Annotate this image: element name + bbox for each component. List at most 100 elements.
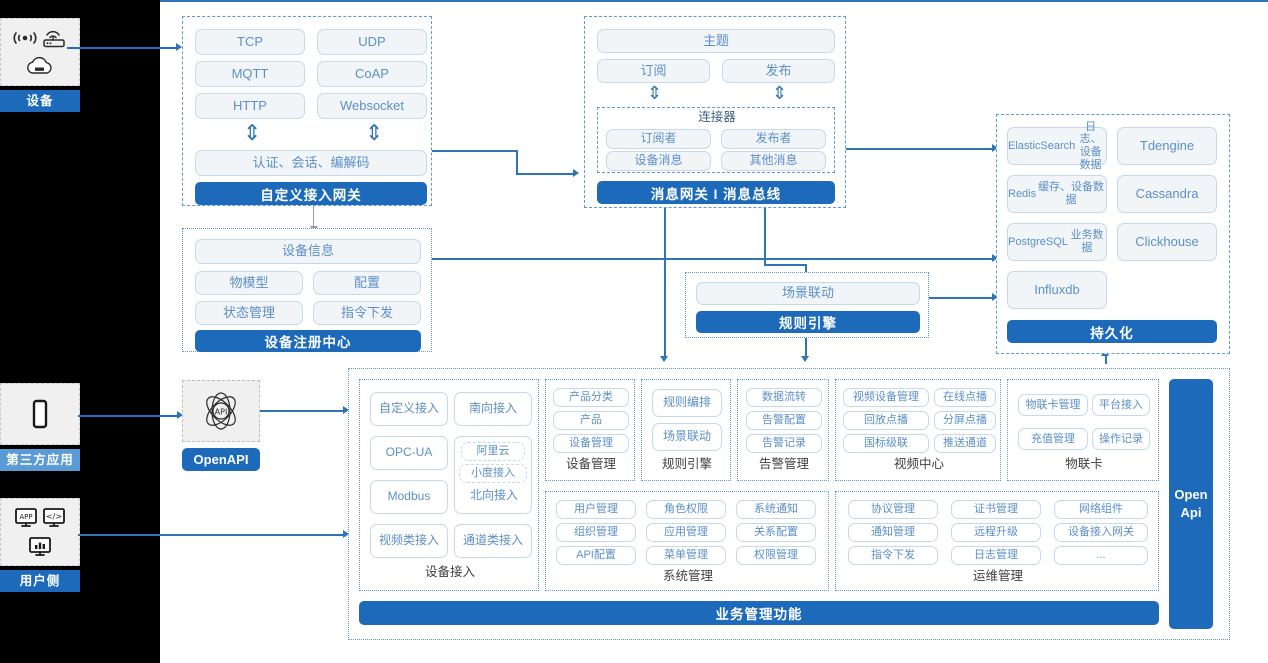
sys-chip-perm-mgmt[interactable]: 权限管理 <box>736 546 816 565</box>
ops-chip-notify[interactable]: 通知管理 <box>848 523 938 542</box>
registry-chip-command[interactable]: 指令下发 <box>313 301 421 325</box>
northbound-chip-aliyun[interactable]: 阿里云 <box>461 442 525 461</box>
access-gateway-container: TCP UDP MQTT CoAP HTTP Websocket ⇕ ⇕ 认证、… <box>182 16 432 206</box>
ops-chip-ota[interactable]: 远程升级 <box>951 523 1041 542</box>
openapi-group: API OpenAPI <box>182 380 260 471</box>
iot-card-chip-management[interactable]: 物联卡管理 <box>1018 394 1088 416</box>
registry-chip-config[interactable]: 配置 <box>313 271 421 295</box>
protocol-chip-udp[interactable]: UDP <box>317 29 427 55</box>
gateway-bar[interactable]: 自定义接入网关 <box>195 182 427 205</box>
ops-chip-access-gw[interactable]: 设备接入网关 <box>1054 523 1148 542</box>
sys-chip-org-mgmt[interactable]: 组织管理 <box>556 523 636 542</box>
column-system-management: 用户管理 角色权限 系统通知 组织管理 应用管理 关系配置 API配置 菜单管理… <box>545 491 829 591</box>
ops-chip-more[interactable]: ... <box>1054 546 1148 565</box>
store-sub-postgresql: 业务数据 <box>1070 229 1104 254</box>
sys-chip-api-config[interactable]: API配置 <box>556 546 636 565</box>
openapi-bar[interactable]: OpenAPI <box>182 448 260 471</box>
user-icon-box: APP </> <box>0 498 80 566</box>
message-bus-bar[interactable]: 消息网关 I 消息总线 <box>597 181 835 204</box>
scene-linkage-chip[interactable]: 场景联动 <box>696 282 920 305</box>
rail-group-third-party: 第三方应用 <box>0 383 80 471</box>
device-access-chip-custom[interactable]: 自定义接入 <box>370 392 448 426</box>
device-mgmt-chip-product[interactable]: 产品 <box>553 411 629 430</box>
alarm-chip-record[interactable]: 告警记录 <box>746 434 822 453</box>
store-chip-tdengine[interactable]: Tdengine <box>1117 127 1217 165</box>
subscribe-chip[interactable]: 订阅 <box>597 59 710 83</box>
business-management-bar[interactable]: 业务管理功能 <box>359 601 1159 625</box>
registry-chip-status[interactable]: 状态管理 <box>195 301 303 325</box>
device-mgmt-chip-device[interactable]: 设备管理 <box>553 434 629 453</box>
sys-chip-notice[interactable]: 系统通知 <box>736 500 816 519</box>
video-chip-playback[interactable]: 回放点播 <box>843 411 929 430</box>
protocol-chip-websocket[interactable]: Websocket <box>317 93 427 119</box>
connector-registry-to-persistence <box>432 258 995 260</box>
iot-card-chip-recharge[interactable]: 充值管理 <box>1018 428 1088 450</box>
mobile-phone-icon <box>28 397 52 431</box>
sys-chip-relation[interactable]: 关系配置 <box>736 523 816 542</box>
connector-thirdparty-to-openapi <box>78 415 178 418</box>
rule-engine-chip-orchestration[interactable]: 规则编排 <box>652 389 722 417</box>
registry-chip-thing-model[interactable]: 物模型 <box>195 271 303 295</box>
store-chip-postgresql[interactable]: PostgreSQL 业务数据 <box>1007 223 1107 261</box>
protocol-chip-tcp[interactable]: TCP <box>195 29 305 55</box>
alarm-chip-data-flow[interactable]: 数据流转 <box>746 388 822 407</box>
store-chip-clickhouse[interactable]: Clickhouse <box>1117 223 1217 261</box>
northbound-chip-xiaodu[interactable]: 小度接入 <box>459 464 527 483</box>
arrowhead-thirdparty-openapi <box>177 411 183 419</box>
sys-chip-role-perm[interactable]: 角色权限 <box>646 500 726 519</box>
connector-chip-other-msg[interactable]: 其他消息 <box>721 151 826 171</box>
video-chip-gb-cascade[interactable]: 国标级联 <box>843 434 929 453</box>
store-chip-influxdb[interactable]: Influxdb <box>1007 271 1107 309</box>
store-chip-cassandra[interactable]: Cassandra <box>1117 175 1217 213</box>
ops-chip-protocol[interactable]: 协议管理 <box>848 500 938 519</box>
api-atom-icon: API <box>195 387 247 435</box>
device-info-chip[interactable]: 设备信息 <box>195 239 421 264</box>
sys-chip-user-mgmt[interactable]: 用户管理 <box>556 500 636 519</box>
ops-chip-command[interactable]: 指令下发 <box>848 546 938 565</box>
video-chip-split-screen[interactable]: 分屏点播 <box>934 411 996 430</box>
column-video-center: 视频设备管理 在线点播 回放点播 分屏点播 国标级联 推送通道 视频中心 <box>835 379 1001 481</box>
diagram-canvas: TCP UDP MQTT CoAP HTTP Websocket ⇕ ⇕ 认证、… <box>67 0 1268 663</box>
connector-openapi-to-business <box>260 410 345 412</box>
sys-chip-menu-mgmt[interactable]: 菜单管理 <box>646 546 726 565</box>
device-access-chip-southbound[interactable]: 南向接入 <box>454 392 532 426</box>
persistence-bar[interactable]: 持久化 <box>1007 320 1217 343</box>
protocol-chip-mqtt[interactable]: MQTT <box>195 61 305 87</box>
device-access-chip-channel[interactable]: 通道类接入 <box>454 524 532 558</box>
openapi-vertical-bar[interactable]: Open Api <box>1169 379 1213 629</box>
ops-chip-cert[interactable]: 证书管理 <box>951 500 1041 519</box>
device-mgmt-chip-product-category[interactable]: 产品分类 <box>553 388 629 407</box>
ops-chip-network[interactable]: 网络组件 <box>1054 500 1148 519</box>
third-party-icon-box <box>0 383 80 445</box>
video-chip-device-mgmt[interactable]: 视频设备管理 <box>843 388 929 407</box>
publish-chip[interactable]: 发布 <box>722 59 835 83</box>
protocol-chip-coap[interactable]: CoAP <box>317 61 427 87</box>
video-chip-push-channel[interactable]: 推送通道 <box>934 434 996 453</box>
device-registry-container: 设备信息 物模型 配置 状态管理 指令下发 设备注册中心 <box>182 228 432 352</box>
protocol-chip-http[interactable]: HTTP <box>195 93 305 119</box>
iot-card-chip-platform[interactable]: 平台接入 <box>1092 394 1150 416</box>
ops-chip-log[interactable]: 日志管理 <box>951 546 1041 565</box>
sys-chip-app-mgmt[interactable]: 应用管理 <box>646 523 726 542</box>
rule-engine-chip-scene[interactable]: 场景联动 <box>652 423 722 451</box>
double-arrow-sub-icon: ⇕ <box>647 83 663 104</box>
device-registry-bar[interactable]: 设备注册中心 <box>195 330 421 352</box>
connector-bus-to-persistence <box>845 148 995 150</box>
alarm-chip-config[interactable]: 告警配置 <box>746 411 822 430</box>
gateway-middle-chip[interactable]: 认证、会话、编解码 <box>195 150 427 176</box>
device-access-chip-video[interactable]: 视频类接入 <box>370 524 448 558</box>
connector-chip-subscriber[interactable]: 订阅者 <box>606 129 711 149</box>
video-chip-online-play[interactable]: 在线点播 <box>934 388 996 407</box>
double-arrow-left-icon: ⇕ <box>243 121 262 146</box>
iot-card-chip-oplog[interactable]: 操作记录 <box>1092 428 1150 450</box>
topic-chip[interactable]: 主题 <box>597 29 835 53</box>
device-access-chip-modbus[interactable]: Modbus <box>370 480 448 514</box>
rule-engine-bar[interactable]: 规则引擎 <box>696 311 920 333</box>
device-access-chip-opcua[interactable]: OPC-UA <box>370 436 448 470</box>
store-chip-elasticsearch[interactable]: ElasticSearch 日志、设备数据 <box>1007 121 1107 171</box>
arrowhead-bus-persistence <box>992 144 998 152</box>
connector-chip-device-msg[interactable]: 设备消息 <box>606 151 711 171</box>
connector-chip-publisher[interactable]: 发布者 <box>721 129 826 149</box>
store-chip-redis[interactable]: Redis 缓存、设备数据 <box>1007 175 1107 213</box>
connector-gateway-registry <box>313 204 315 228</box>
